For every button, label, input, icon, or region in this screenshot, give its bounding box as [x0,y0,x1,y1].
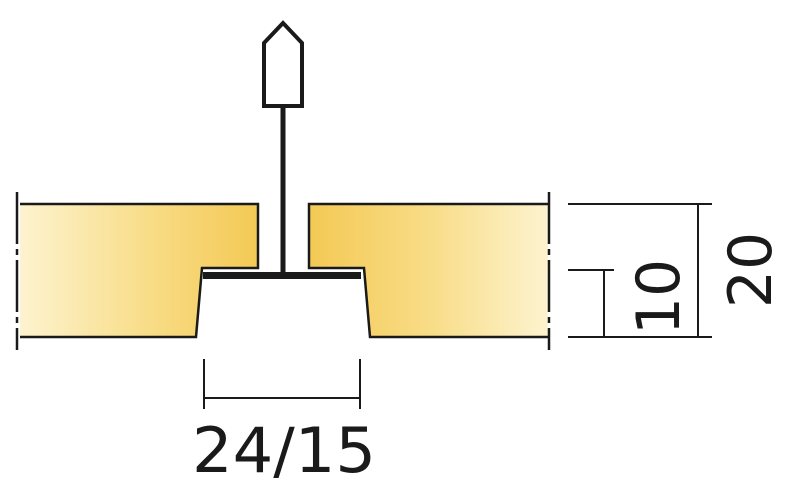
right-ceiling-tile [307,192,551,350]
hanger-icon [262,20,304,108]
lip-depth-label: 10 [624,259,694,335]
t-profile-rail [203,108,361,279]
width-dimension-label: 24/15 [192,414,376,487]
panel-thickness-label: 20 [716,232,786,308]
width-dimension: 24/15 [192,359,376,487]
thickness-dimensions: 10 20 [568,203,786,338]
profile-flange [203,272,361,279]
left-ceiling-tile [15,192,260,350]
